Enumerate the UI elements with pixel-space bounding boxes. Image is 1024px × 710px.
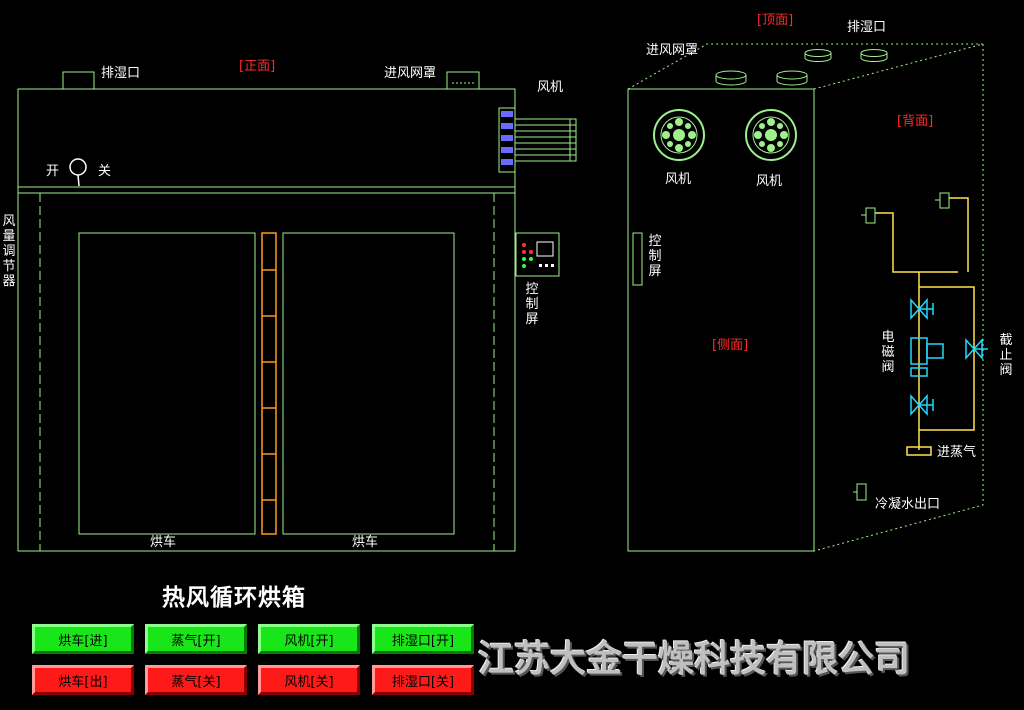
cart-in-button[interactable]: 烘车[进] [32,624,134,654]
oven-cart-left [78,232,256,535]
side-control-panel [632,232,643,286]
switch-on-label: 开 [46,164,60,179]
front-cabinet-outline [17,88,516,552]
side-fan-2 [745,109,797,161]
side-inlet-mesh-label: 进风网罩 [646,43,699,58]
cart-out-button[interactable]: 烘车[出] [32,665,134,695]
door-handle [261,232,277,535]
front-inlet-mesh [446,71,480,90]
front-fan-grille [498,107,516,173]
exhaust-close-button[interactable]: 排湿口[关] [372,665,474,695]
cart-right-label: 烘车 [352,535,379,550]
front-fan-label: 风机 [537,80,564,95]
switch-off-label: 关 [98,164,112,179]
top-view-label: [顶面] [757,13,794,28]
fan-off-button[interactable]: 风机[关] [258,665,360,695]
steam-inlet-label: 进蒸气 [937,445,977,460]
side-exhaust-label: 排湿口 [847,20,887,35]
valves [910,298,988,416]
front-exhaust-label: 排湿口 [101,66,141,81]
front-exhaust-port [62,71,95,90]
stop-valve-label: 截止阀 [999,333,1013,378]
steam-on-button[interactable]: 蒸气[开] [145,624,247,654]
side-fan1-label: 风机 [665,172,692,187]
page-title: 热风循环烘箱 [162,585,306,611]
side-control-panel-label: 控制屏 [648,234,662,279]
power-switch-knob [69,158,87,187]
fan-on-button[interactable]: 风机[开] [258,624,360,654]
steam-piping [875,197,975,456]
front-control-panel-label: 控制屏 [525,282,539,327]
exhaust-open-button[interactable]: 排湿口[开] [372,624,474,654]
side-cabinet-outline [627,88,815,552]
front-control-panel [515,232,560,277]
back-view-label: [背面] [897,114,934,129]
side-view-label: [侧面] [712,338,749,353]
side-fan-1 [653,109,705,161]
company-name: 江苏大金干燥科技有限公司 [478,639,911,680]
top-face-outline [627,43,984,90]
solenoid-valve-label: 电磁阀 [881,330,895,375]
damper-label: 风量调节器 [2,214,16,289]
front-inlet-mesh-label: 进风网罩 [384,66,437,81]
front-view-label: [正面] [239,59,276,74]
condensate-outlet-label: 冷凝水出口 [875,497,941,512]
side-fan2-label: 风机 [756,174,783,189]
back-face-outline [813,44,984,552]
steam-off-button[interactable]: 蒸气[关] [145,665,247,695]
control-indicator-lights [522,243,554,268]
cart-left-label: 烘车 [150,535,177,550]
oven-cart-right [282,232,455,535]
